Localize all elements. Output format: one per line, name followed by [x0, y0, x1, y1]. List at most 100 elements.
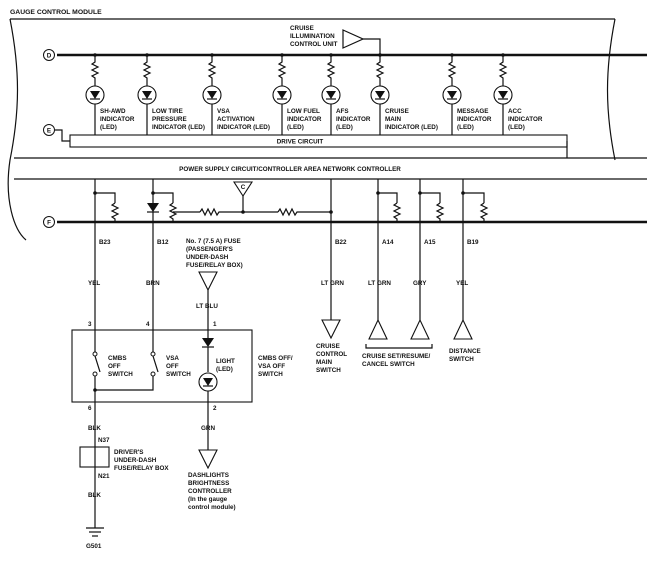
n37-label: N37 [98, 437, 110, 444]
connector-e-label: E [47, 128, 51, 135]
indicator-label: LOW FUEL [287, 108, 320, 115]
gauge-control-module: GAUGE CONTROL MODULE [7, 9, 616, 241]
cruise-set-resume-switch: CRUISE SET/RESUME/ CANCEL SWITCH [362, 318, 433, 368]
indicator-label: AFS [336, 108, 349, 115]
connector-d-label: D [47, 53, 52, 60]
indicator-label: ACTIVATION [217, 116, 255, 123]
indicator-label: CRUISE [385, 108, 409, 115]
cmbs-line1: CMBS [108, 355, 127, 362]
dash-line4: (In the gauge [188, 496, 228, 503]
indicator-label: INDICATOR [336, 116, 371, 123]
dashlights-controller: DASHLIGHTS BRIGHTNESS CONTROLLER (In the… [188, 449, 236, 511]
indicator-label: (LED) [336, 124, 353, 131]
ccm-line4: SWITCH [316, 367, 341, 374]
lower-circuit: C [93, 179, 489, 330]
cmbs-vsa-switch-box: 3 4 1 6 2 CMBS OFF SWITCH VSA OFF SWITCH… [71, 321, 293, 450]
drive-circuit-label: DRIVE CIRCUIT [277, 139, 324, 146]
module-title: GAUGE CONTROL MODULE [10, 9, 102, 16]
bus-d: D [43, 49, 647, 61]
cruise-control-main-switch: CRUISE CONTROL MAIN SWITCH [316, 319, 347, 374]
connector-f-label: F [47, 220, 51, 227]
ground-label: G501 [86, 543, 102, 550]
indicator-label: (LED) [508, 124, 525, 131]
pin-2: 2 [213, 405, 217, 412]
dash-line1: DASHLIGHTS [188, 472, 229, 479]
n21-label: N21 [98, 473, 110, 480]
pin-6: 6 [88, 405, 92, 412]
connector-c-label: C [241, 184, 246, 191]
light-line2: (LED) [216, 366, 233, 373]
wire-yel-right: YEL [456, 280, 468, 287]
indicator-label: MESSAGE [457, 108, 489, 115]
pin-a15: A15 [424, 239, 436, 246]
fuse-label-1: No. 7 (7.5 A) FUSE [186, 238, 241, 245]
fuse-label-4: FUSE/RELAY BOX) [186, 262, 243, 269]
cmbs-vsa-label1: CMBS OFF/ [258, 355, 293, 362]
pin-b22: B22 [335, 239, 347, 246]
ccm-line1: CRUISE [316, 343, 340, 350]
wire-brn: BRN [146, 280, 160, 287]
indicator-label: INDICATOR [287, 116, 322, 123]
pin-b23: B23 [99, 239, 111, 246]
indicator-label: INDICATOR [100, 116, 135, 123]
pin-1: 1 [213, 321, 217, 328]
pin-b12: B12 [157, 239, 169, 246]
ccm-line3: MAIN [316, 359, 333, 366]
bus-f: F [43, 216, 647, 228]
drivers-fuse-box: N37 N21 DRIVER'S UNDER-DASH FUSE/RELAY B… [79, 437, 169, 550]
indicator-label: SH-AWD [100, 108, 126, 115]
cruise-illumination-unit: CRUISE ILLUMINATION CONTROL UNIT [290, 25, 381, 55]
indicator-label: PRESSURE [152, 116, 187, 123]
vsa-line1: VSA [166, 355, 179, 362]
pin-a14: A14 [382, 239, 394, 246]
cmbs-vsa-label3: SWITCH [258, 371, 283, 378]
cruise-illum-line3: CONTROL UNIT [290, 41, 338, 48]
fuse-label-2: (PASSENGER'S [186, 246, 233, 253]
dash-line3: CONTROLLER [188, 488, 232, 495]
indicator-label: MAIN [385, 116, 402, 123]
pin-b19: B19 [467, 239, 479, 246]
wire-lt-grn-1: LT GRN [321, 280, 344, 287]
dash-line2: BRIGHTNESS [188, 480, 229, 487]
indicator-label: (LED) [287, 124, 304, 131]
distance-line2: SWITCH [449, 356, 474, 363]
wire-lt-grn-2: LT GRN [368, 280, 391, 287]
indicator-label: ACC [508, 108, 522, 115]
cruise-set-line1: CRUISE SET/RESUME/ [362, 353, 430, 360]
cmbs-line2: OFF [108, 363, 121, 370]
power-supply-label: POWER SUPPLY CIRCUIT/CONTROLLER AREA NET… [179, 166, 401, 173]
pin-3: 3 [88, 321, 92, 328]
ccm-line2: CONTROL [316, 351, 347, 358]
drivers-line1: DRIVER'S [114, 449, 144, 456]
cruise-set-line2: CANCEL SWITCH [362, 361, 415, 368]
indicator-label: VSA [217, 108, 230, 115]
vsa-line2: OFF [166, 363, 179, 370]
power-supply-band: POWER SUPPLY CIRCUIT/CONTROLLER AREA NET… [14, 157, 647, 180]
indicator-label: INDICATOR (LED) [152, 124, 205, 131]
indicator-label: LOW TIRE [152, 108, 183, 115]
drivers-line3: FUSE/RELAY BOX [114, 465, 169, 472]
wire-gry: GRY [413, 280, 427, 287]
distance-line1: DISTANCE [449, 348, 481, 355]
vsa-line3: SWITCH [166, 371, 191, 378]
pin-4: 4 [146, 321, 150, 328]
cruise-illum-line1: CRUISE [290, 25, 314, 32]
cruise-illum-line2: ILLUMINATION [290, 33, 335, 40]
dash-line5: control module) [188, 504, 236, 511]
light-line1: LIGHT [216, 358, 235, 365]
fuse-7: No. 7 (7.5 A) FUSE (PASSENGER'S UNDER-DA… [186, 238, 243, 330]
indicator-label: (LED) [457, 124, 474, 131]
drivers-line2: UNDER-DASH [114, 457, 157, 464]
distance-switch: DISTANCE SWITCH [449, 318, 481, 363]
indicator-label: INDICATOR (LED) [385, 124, 438, 131]
